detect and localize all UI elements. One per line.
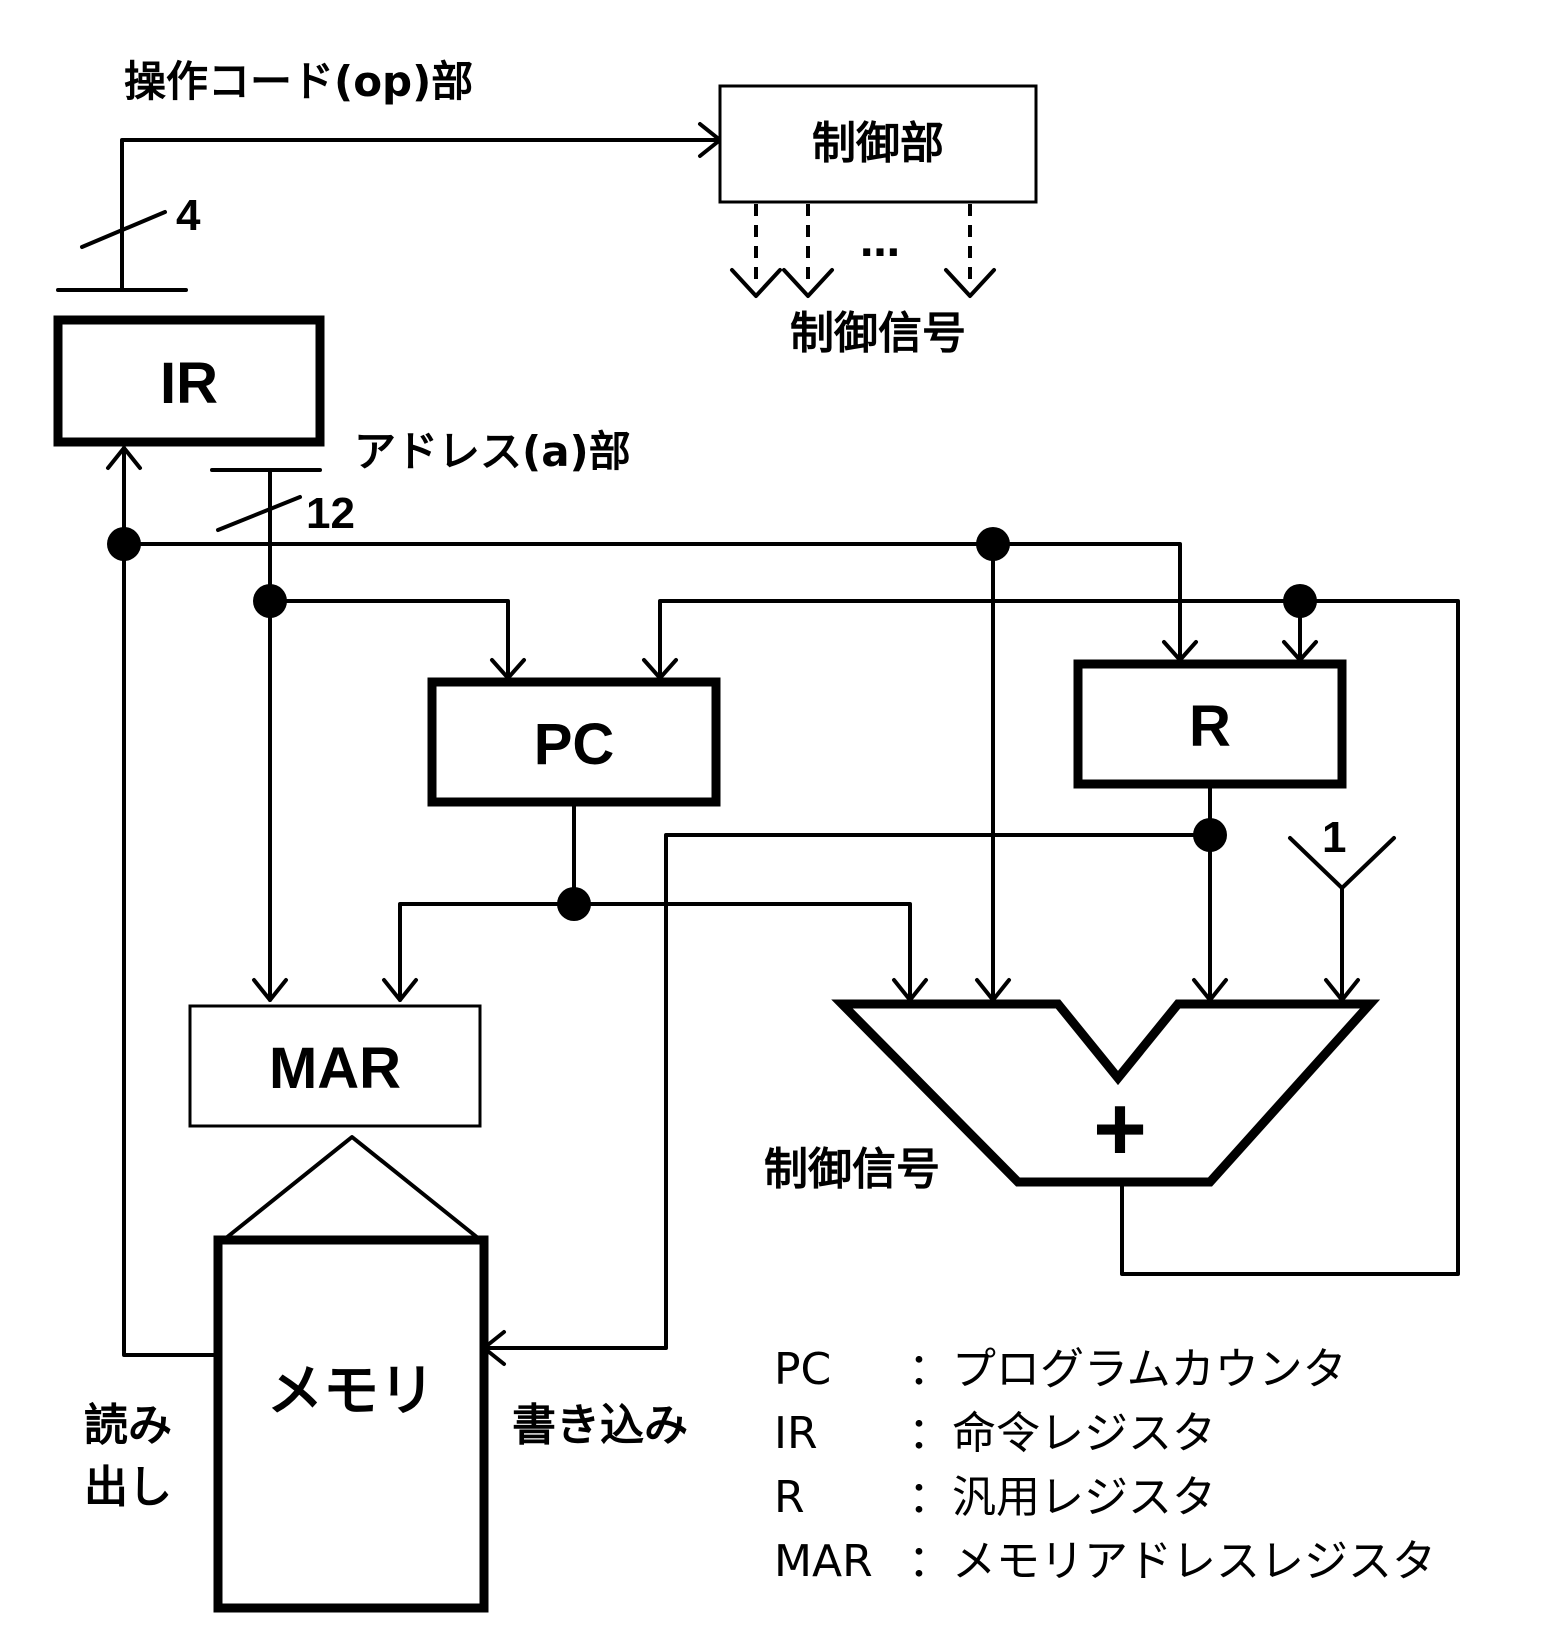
legend-abbr-r: R — [774, 1472, 805, 1523]
legend-desc-ir: ：命令レジスタ — [908, 1408, 1216, 1459]
adder-plus: + — [1093, 1078, 1147, 1180]
pc-box — [427, 677, 721, 807]
block-pc: PC — [427, 677, 721, 807]
legend-abbr-pc: PC — [774, 1344, 831, 1395]
mar-box — [188, 1004, 482, 1128]
memory-box — [213, 1235, 489, 1613]
junction-pc-out — [557, 887, 591, 921]
block-memory: メモリ — [213, 1235, 489, 1613]
wires — [56, 122, 1460, 1366]
block-ir: IR — [53, 315, 325, 447]
read-label-line1: 読み — [84, 1400, 172, 1451]
block-mar: MAR — [188, 1004, 482, 1128]
junction-loop-to-r — [1283, 584, 1317, 618]
ctrl-arrow-head-2 — [782, 268, 834, 298]
wire-pc-to-mar — [398, 902, 576, 1002]
wire-pc-to-adder — [572, 902, 912, 1002]
ctrl-arrow-head-3 — [944, 268, 996, 298]
control-signal-arrows — [730, 204, 996, 298]
legend-abbr-mar: MAR — [774, 1536, 873, 1587]
mar-label: MAR — [269, 1036, 401, 1101]
junctions — [107, 527, 1317, 921]
control-unit-label: 制御部 — [812, 118, 944, 169]
read-label-line2: 出し — [84, 1462, 172, 1513]
wire-op-to-control — [120, 138, 722, 292]
ellipsis-label: … — [860, 220, 900, 266]
ctrl-arrow-head-1 — [730, 268, 782, 298]
arrow-head-ir — [106, 446, 142, 470]
block-control-unit: 制御部 — [718, 84, 1038, 204]
r-label: R — [1189, 694, 1231, 759]
pc-label: PC — [534, 712, 615, 777]
addr-field-label: アドレス(a)部 — [354, 427, 631, 476]
memory-label: メモリ — [267, 1359, 435, 1424]
junction-r-out — [1193, 818, 1227, 852]
addr-bus-width: 12 — [306, 489, 355, 538]
legend: PC ：プログラムカウンタ IR ：命令レジスタ R ：汎用レジスタ MAR ：… — [774, 1344, 1436, 1587]
adder-shape — [831, 999, 1381, 1187]
const-one-label: 1 — [1322, 813, 1346, 862]
write-label: 書き込み — [512, 1400, 688, 1451]
wire-read-bus — [122, 542, 1182, 662]
bus-width-slash-4 — [80, 210, 167, 249]
ctrl-signal-top-label: 制御信号 — [790, 308, 966, 359]
wire-addr-to-pc — [268, 599, 510, 680]
block-adder: + — [831, 999, 1381, 1187]
control-unit-box — [718, 84, 1038, 204]
op-field-label: 操作コード(op)部 — [124, 57, 473, 106]
wire-r-to-memory — [482, 833, 1212, 1350]
op-bus-width: 4 — [176, 191, 201, 240]
wire-adder-output-loop — [658, 599, 1460, 1276]
r-box — [1073, 659, 1347, 789]
junction-read-to-adder — [976, 527, 1010, 561]
junction-read-bus — [107, 527, 141, 561]
bus-width-slash-12 — [216, 495, 302, 532]
legend-desc-pc: ：プログラムカウンタ — [908, 1344, 1347, 1395]
arrow-head-mar-right — [382, 978, 418, 1002]
legend-desc-r: ：汎用レジスタ — [908, 1472, 1216, 1523]
junction-addr-bus — [253, 584, 287, 618]
arrow-head-mar-left — [252, 978, 288, 1002]
ir-label: IR — [160, 351, 218, 416]
ctrl-signal-adder-label: 制御信号 — [764, 1144, 940, 1195]
legend-abbr-ir: IR — [774, 1408, 818, 1459]
legend-desc-mar: ：メモリアドレスレジスタ — [908, 1536, 1436, 1587]
wire-memory-read — [122, 446, 220, 1357]
ir-box — [53, 315, 325, 447]
block-r: R — [1073, 659, 1347, 789]
wire-mar-to-memory — [224, 1135, 480, 1240]
